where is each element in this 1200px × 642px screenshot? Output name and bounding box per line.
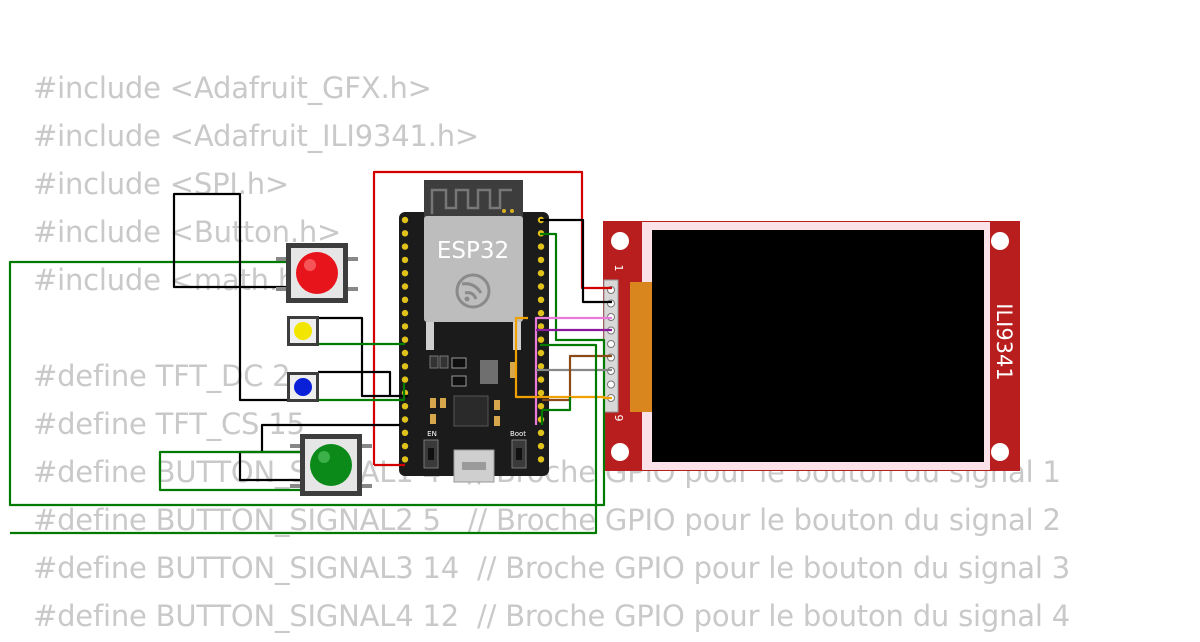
header-pin	[537, 349, 545, 357]
header-pin	[401, 442, 409, 450]
code-line: #include <Adafruit_GFX.h>	[33, 71, 432, 105]
blue-pushbutton[interactable]	[287, 372, 319, 402]
header-pin	[537, 270, 545, 277]
code-line: #define TFT_DC 2	[33, 359, 291, 393]
header-pin	[401, 243, 409, 250]
display-pin-1-label: 1	[612, 265, 625, 272]
code-line: #define TFT_CS 15	[33, 407, 305, 441]
header-pin	[401, 363, 409, 370]
wire-green-3	[540, 397, 572, 425]
header-pin	[401, 416, 409, 423]
code-listing: #include <Adafruit_GFX.h> #include <Adaf…	[33, 66, 1070, 642]
header-pin	[537, 243, 545, 250]
header-pin	[401, 349, 409, 357]
yellow-pushbutton[interactable]	[287, 316, 319, 346]
header-pin	[537, 363, 545, 370]
header-pin	[537, 456, 545, 463]
header-pin	[537, 336, 545, 343]
header-pin	[401, 256, 409, 264]
wire-red	[372, 170, 612, 467]
display-pin	[607, 380, 615, 389]
header-pin	[401, 230, 409, 237]
en-button-label: EN	[427, 430, 437, 438]
wire-black-blue	[318, 370, 392, 396]
header-pin	[537, 403, 545, 410]
green-pushbutton[interactable]	[290, 434, 372, 496]
header-pin	[401, 323, 409, 330]
wire-black-yellow	[318, 316, 408, 398]
header-pin	[401, 456, 409, 463]
esp32-board[interactable]: ESP32 EN Boot	[399, 180, 549, 483]
header-pin	[401, 376, 409, 383]
wire-orange	[514, 316, 612, 400]
header-pin	[537, 256, 545, 264]
header-pin	[537, 442, 545, 450]
code-line: #define BUTTON_SIGNAL3 14 // Broche GPIO…	[33, 551, 1070, 585]
wires	[8, 170, 612, 535]
code-line: #define BUTTON_SIGNAL4 12 // Broche GPIO…	[33, 599, 1070, 633]
display-pin	[607, 340, 615, 348]
header-pin	[401, 296, 409, 303]
esp32-label: ESP32	[437, 238, 509, 264]
header-pin	[537, 296, 545, 303]
header-pin	[537, 429, 545, 436]
header-pin	[401, 309, 409, 317]
code-line: #include <Adafruit_ILI9341.h>	[33, 119, 479, 153]
header-pin	[537, 283, 545, 290]
wire-pink	[534, 316, 612, 425]
code-line: #include <SPI.h>	[33, 167, 290, 201]
wire-green-2	[10, 343, 598, 535]
header-pin	[401, 270, 409, 277]
ili9341-display[interactable]: ILI9341 1 9	[603, 221, 1020, 471]
wire-green	[8, 232, 606, 507]
display-pin-9-label: 9	[612, 415, 625, 422]
header-pin	[401, 283, 409, 290]
wire-brown	[542, 354, 612, 402]
header-pin	[537, 376, 545, 383]
boot-button-label: Boot	[510, 430, 526, 438]
header-pin	[537, 309, 545, 317]
wire-green-blue	[318, 383, 406, 402]
red-pushbutton[interactable]	[276, 243, 358, 303]
wire-green-button4	[158, 450, 300, 492]
header-pin	[401, 403, 409, 410]
header-pin	[401, 429, 409, 436]
wire-black	[540, 218, 612, 304]
header-pin	[401, 216, 409, 224]
wire-black-red-button	[172, 192, 318, 402]
code-line: #define BUTTON_SIGNAL2 5 // Broche GPIO …	[33, 503, 1061, 537]
header-pin	[401, 336, 409, 343]
header-pin	[537, 389, 545, 397]
espressif-logo-icon	[455, 273, 491, 309]
display-label: ILI9341	[992, 303, 1016, 381]
header-pin	[537, 323, 545, 330]
